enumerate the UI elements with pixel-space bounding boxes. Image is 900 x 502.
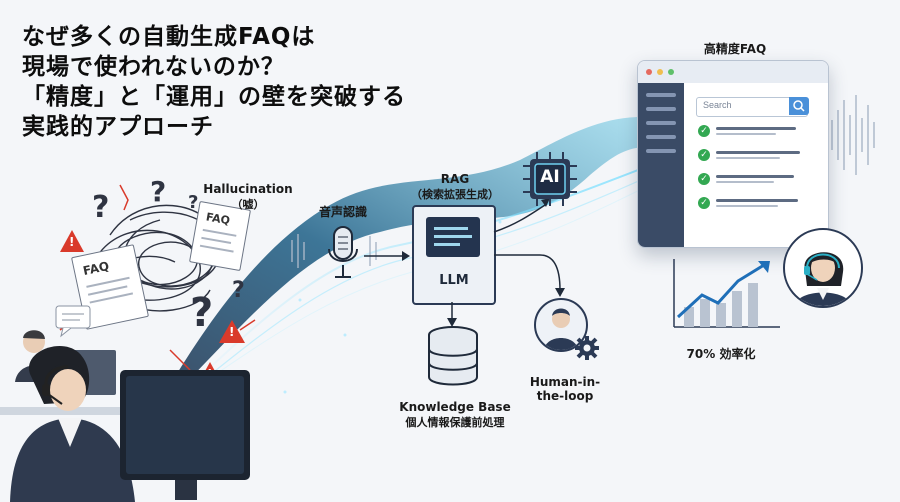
hitl-line-2: the-loop (536, 389, 594, 403)
headline-line-3: 「精度」と「運用」の壁を突破する (22, 84, 406, 110)
warning-icon: ! (229, 325, 235, 339)
rag-label: RAG （検索拡張生成） (400, 172, 510, 202)
search-button[interactable] (789, 97, 809, 115)
microphone-icon (328, 226, 358, 278)
search-placeholder: Search (703, 100, 732, 110)
search-icon (793, 100, 805, 112)
arrow-icon (364, 251, 410, 261)
window-titlebar (638, 61, 828, 83)
rag-title: RAG (440, 172, 470, 186)
check-icon: ✓ (698, 197, 710, 209)
high-accuracy-faq-title: 高精度FAQ (703, 42, 767, 56)
headline: なぜ多くの自動生成FAQは 現場で使われないのか？ 「精度」と「運用」の壁を突破… (22, 22, 406, 142)
check-icon: ✓ (698, 149, 710, 161)
efficiency-label: 70% 効率化 (686, 347, 756, 361)
question-mark-icon: ? (190, 290, 214, 336)
knowledge-base-title: Knowledge Base (399, 400, 511, 414)
support-agent-avatar (783, 228, 863, 308)
ai-chip-label: AI (540, 167, 560, 187)
check-icon: ✓ (698, 125, 710, 137)
operator-desk-illustration (0, 330, 250, 502)
database-icon (428, 326, 478, 386)
question-mark-icon: ? (150, 175, 167, 208)
chat-bubble-icon (55, 305, 91, 338)
knowledge-base-subtitle: 個人情報保護前処理 (405, 416, 505, 429)
knowledge-base-label: Knowledge Base 個人情報保護前処理 (385, 400, 525, 430)
growth-chart-icon (673, 259, 780, 328)
faq-result-row[interactable]: ✓ (698, 173, 808, 185)
hallucination-label: Hallucination （嘘） (198, 182, 298, 212)
headline-line-2: 現場で使われないのか？ (22, 54, 285, 80)
hallucination-title: Hallucination (203, 182, 293, 196)
llm-box: LLM (412, 205, 496, 305)
question-mark-icon: ? (188, 192, 199, 213)
question-mark-icon: ? (92, 190, 110, 225)
human-in-the-loop-label: Human-in- the-loop (520, 375, 610, 403)
human-reviewer-avatar (534, 298, 588, 352)
gear-icon (575, 336, 599, 360)
faq-result-row[interactable]: ✓ (698, 149, 808, 161)
rag-subtitle: （検索拡張生成） (411, 188, 499, 201)
faq-search-input[interactable]: Search (696, 97, 809, 117)
llm-chip (426, 217, 480, 257)
faq-result-row[interactable]: ✓ (698, 125, 808, 137)
speech-recognition-label: 音声認識 (318, 205, 367, 219)
llm-label: LLM (439, 273, 469, 288)
headline-line-4: 実践的アプローチ (22, 114, 214, 140)
headline-line-1: なぜ多くの自動生成FAQは (22, 24, 316, 50)
hallucination-subtitle: （嘘） (231, 198, 265, 211)
faq-app-window: Search ✓ ✓ ✓ ✓ (637, 60, 829, 248)
faq-result-row[interactable]: ✓ (698, 197, 808, 209)
window-sidebar (638, 83, 684, 247)
question-mark-icon: ? (232, 278, 245, 303)
ai-chip-icon: AI (523, 152, 577, 206)
hitl-line-1: Human-in- (529, 375, 601, 389)
check-icon: ✓ (698, 173, 710, 185)
warning-icon: ! (69, 235, 75, 249)
